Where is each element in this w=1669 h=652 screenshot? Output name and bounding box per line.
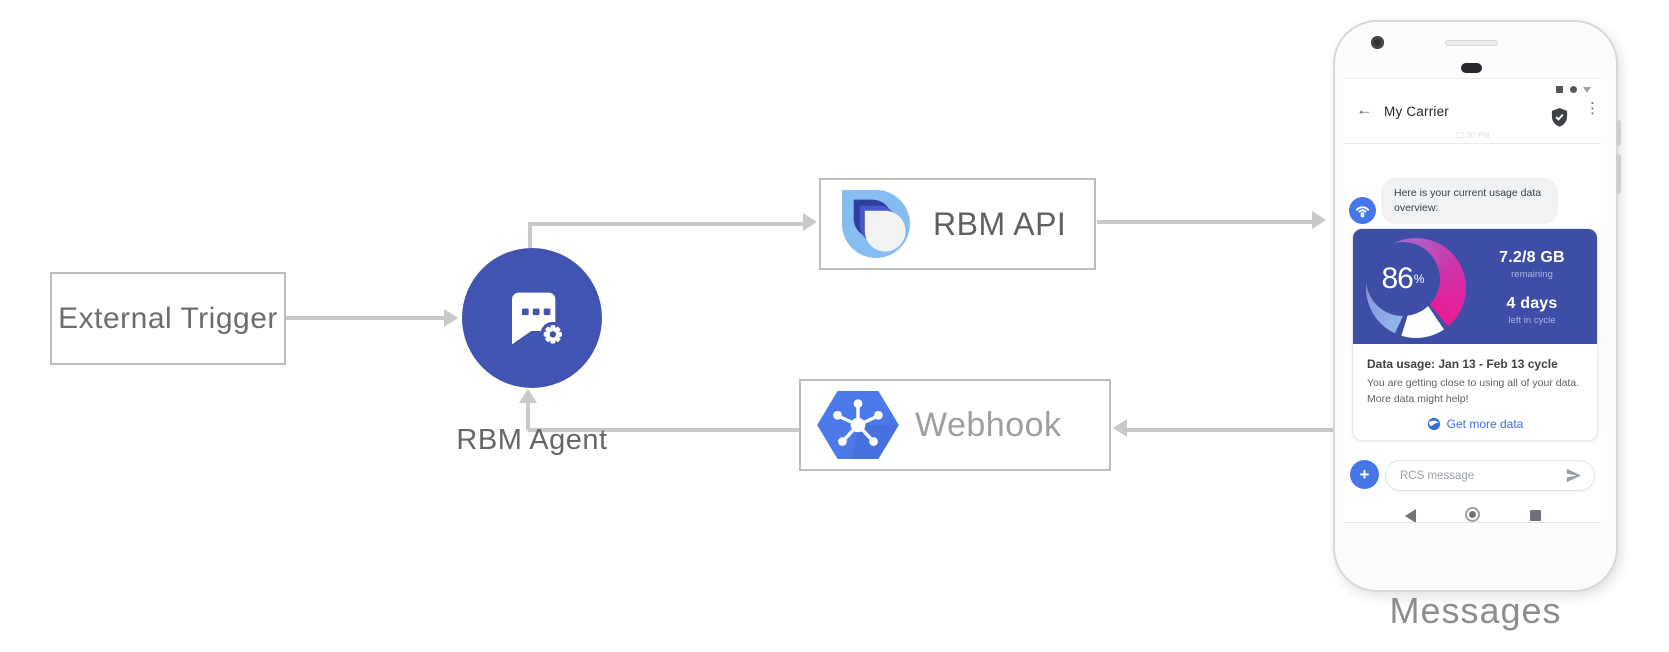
usage-card-body: Data usage: Jan 13 - Feb 13 cycle You ar… bbox=[1353, 344, 1597, 431]
status-square-icon bbox=[1556, 86, 1563, 93]
external-trigger-box: External Trigger bbox=[50, 272, 286, 365]
arrow-webhook-to-agent-horizontal bbox=[528, 428, 800, 432]
arrow-api-to-phone bbox=[1097, 220, 1314, 224]
remaining-label: remaining bbox=[1511, 269, 1553, 280]
usage-card-text-line2: More data might help! bbox=[1367, 392, 1469, 405]
nav-back-button[interactable] bbox=[1405, 509, 1416, 522]
days-label: left in cycle bbox=[1508, 315, 1556, 326]
usage-card-title: Data usage: Jan 13 - Feb 13 cycle bbox=[1367, 357, 1558, 371]
arrow-webhook-to-agent-vertical bbox=[526, 402, 530, 430]
phone-power-button bbox=[1616, 120, 1621, 146]
get-more-data-button[interactable]: Get more data bbox=[1367, 417, 1583, 431]
webhook-hexagon-icon bbox=[817, 389, 899, 461]
usage-stats-column: 7.2/8 GB remaining 4 days left in cycle bbox=[1471, 249, 1593, 326]
external-trigger-label: External Trigger bbox=[58, 301, 278, 335]
arrow-trigger-to-agent bbox=[286, 316, 446, 320]
globe-icon bbox=[1427, 417, 1441, 431]
get-more-data-label: Get more data bbox=[1446, 416, 1524, 431]
earpiece bbox=[1461, 63, 1482, 73]
status-circle-icon bbox=[1570, 86, 1577, 93]
gauge-percent-value: 86 bbox=[1381, 262, 1413, 295]
agent-avatar bbox=[1349, 197, 1376, 224]
chat-bubble-gear-icon bbox=[492, 276, 572, 361]
rbm-agent-label: RBM Agent bbox=[456, 424, 608, 456]
phone-volume-button bbox=[1616, 154, 1621, 194]
nav-recents-button[interactable] bbox=[1530, 510, 1541, 521]
days-value: 4 days bbox=[1506, 295, 1558, 312]
arrowhead-trigger-to-agent bbox=[444, 309, 458, 327]
remaining-value: 7.2/8 GB bbox=[1499, 249, 1565, 266]
arrowhead-api-to-phone bbox=[1312, 211, 1326, 229]
carrier-antenna-icon bbox=[1354, 202, 1371, 219]
rbm-api-logo-icon bbox=[839, 187, 913, 261]
message-input-pill bbox=[1385, 460, 1595, 491]
verified-shield-icon bbox=[1550, 107, 1569, 133]
usage-card-text-line1: You are getting close to using all of yo… bbox=[1367, 377, 1580, 389]
back-arrow-icon[interactable]: ← bbox=[1356, 100, 1373, 119]
arrowhead-phone-to-webhook bbox=[1113, 419, 1127, 437]
status-triangle-icon bbox=[1583, 87, 1591, 93]
arrow-phone-to-webhook bbox=[1126, 428, 1334, 432]
arrowhead-agent-to-api bbox=[803, 213, 817, 231]
gauge-percent-sign: % bbox=[1413, 272, 1425, 286]
messages-caption: Messages bbox=[1389, 590, 1562, 631]
arrow-agent-to-api-vertical bbox=[528, 224, 532, 250]
usage-gauge-center: 86% bbox=[1366, 242, 1440, 316]
rbm-agent-node bbox=[462, 248, 602, 388]
kebab-menu-icon[interactable]: ⋮ bbox=[1585, 100, 1600, 117]
webhook-box: Webhook bbox=[799, 379, 1111, 471]
nav-home-button[interactable] bbox=[1465, 507, 1480, 522]
conversation-title: My Carrier bbox=[1384, 104, 1449, 119]
send-icon[interactable] bbox=[1565, 468, 1582, 483]
rcs-message-input[interactable] bbox=[1400, 469, 1565, 482]
rbm-api-label: RBM API bbox=[933, 205, 1067, 242]
header-divider bbox=[1344, 143, 1601, 144]
usage-card-hero: 86% 7.2/8 GB remaining 4 days left in cy… bbox=[1353, 229, 1597, 344]
phone-screen: ← My Carrier ⋮ 12:30 PM Here is your cur… bbox=[1344, 78, 1601, 523]
speaker-slot bbox=[1445, 40, 1498, 46]
usage-card-text: You are getting close to using all of yo… bbox=[1367, 376, 1583, 408]
arrow-agent-to-api-horizontal bbox=[528, 222, 804, 226]
agent-message-bubble: Here is your current usage data overview… bbox=[1381, 178, 1558, 224]
rbm-api-box: RBM API bbox=[819, 178, 1096, 270]
front-camera bbox=[1371, 36, 1384, 49]
timestamp: 12:30 PM bbox=[1455, 131, 1490, 140]
attach-plus-button[interactable]: + bbox=[1350, 460, 1379, 489]
arrowhead-webhook-to-agent bbox=[519, 389, 537, 403]
usage-card: 86% 7.2/8 GB remaining 4 days left in cy… bbox=[1352, 228, 1598, 441]
webhook-label: Webhook bbox=[915, 405, 1062, 444]
